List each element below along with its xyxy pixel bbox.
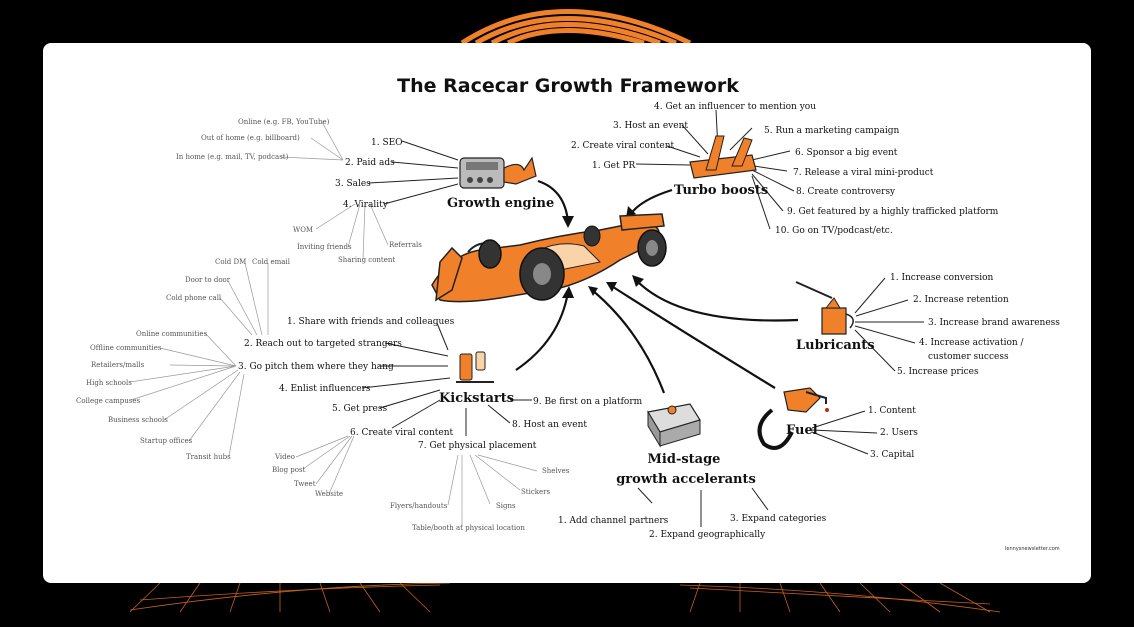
diagram-card: The Racecar Growth Framework [43, 43, 1091, 583]
virality-sub-item: WOM [293, 226, 313, 234]
growth-engine-item: 2. Paid ads [345, 158, 395, 168]
fuel-item: 1. Content [868, 406, 916, 416]
viral-sub-item: Video [274, 453, 295, 461]
kickstart-item: 3. Go pitch them where they hang [238, 362, 394, 372]
pedals-icon [456, 351, 494, 383]
lubricant-item: 4. Increase activation / [919, 338, 1025, 348]
placement-sub-item: Stickers [521, 488, 550, 496]
lubricant-item: 5. Increase prices [897, 367, 979, 377]
flow-arrows [515, 179, 799, 394]
growth-engine-item: 3. Sales [335, 179, 371, 189]
fuel-nozzle-icon [757, 387, 829, 450]
pitch-sub-item: Retailers/malls [91, 361, 145, 369]
main-connectors [361, 109, 924, 527]
mid-stage-heading-line2: growth accelerants [616, 472, 756, 487]
turbo-boost-item: 6. Sponsor a big event [795, 148, 898, 158]
pitch-sub-item: Transit hubs [186, 453, 231, 461]
reach-sub-item: Cold DM [215, 258, 246, 266]
turbo-boost-item: 3. Host an event [613, 121, 688, 131]
turbo-boost-item: 1. Get PR [592, 161, 635, 171]
lubricant-item: 3. Increase brand awareness [928, 318, 1060, 328]
turbo-boost-item: 7. Release a viral mini-product [793, 168, 934, 178]
turbo-boost-item: 10. Go on TV/podcast/etc. [775, 226, 893, 236]
sub-connectors [129, 121, 538, 526]
lubricant-item: 2. Increase retention [913, 295, 1009, 305]
kickstarts-heading: Kickstarts [439, 391, 514, 406]
pitch-sub-item: High schools [86, 379, 132, 387]
mid-stage-item: 3. Expand categories [730, 514, 827, 524]
kickstart-item: 8. Host an event [512, 420, 587, 430]
credit-text: lennysnewsletter.com [1005, 546, 1060, 552]
spoiler-icon [689, 135, 757, 179]
turbo-boost-item: 8. Create controversy [796, 187, 896, 197]
framework-diagram: The Racecar Growth Framework [76, 75, 1060, 552]
turbo-boosts-heading: Turbo boosts [674, 183, 768, 198]
reach-sub-item: Door to door [185, 276, 231, 284]
engine-icon [459, 156, 537, 189]
placement-sub-item: Flyers/handouts [390, 502, 448, 510]
fuel-item: 2. Users [880, 428, 918, 438]
orange-arc-decoration [460, 9, 692, 46]
turbo-boost-item: 9. Get featured by a highly trafficked p… [787, 207, 999, 217]
viral-sub-item: Website [315, 490, 343, 498]
paid-ads-sub-item: Online (e.g. FB, YouTube) [238, 118, 330, 126]
racecar-icon [431, 213, 667, 303]
placement-sub-item: Signs [496, 502, 516, 510]
mid-stage-item: 1. Add channel partners [558, 516, 669, 526]
grid-floor-decoration [129, 582, 1001, 613]
placement-sub-item: Shelves [542, 467, 570, 475]
paid-ads-sub-item: Out of home (e.g. billboard) [201, 134, 300, 142]
viral-sub-item: Blog post [272, 466, 306, 474]
placement-sub-item: Table/booth at physical location [412, 524, 525, 532]
turbo-boost-item: 4. Get an influencer to mention you [654, 102, 816, 112]
kickstart-item: 6. Create viral content [350, 428, 453, 438]
growth-engine-heading: Growth engine [447, 196, 554, 211]
pitch-sub-item: Business schools [108, 416, 168, 424]
virality-sub-item: Sharing content [338, 256, 395, 264]
paid-ads-sub-item: In home (e.g. mail, TV, podcast) [176, 153, 289, 161]
lubricant-item: customer success [928, 352, 1009, 362]
lubricant-item: 1. Increase conversion [890, 273, 994, 283]
fuel-item: 3. Capital [870, 450, 914, 460]
lubricants-heading: Lubricants [796, 338, 875, 353]
kickstart-item: 5. Get press [332, 404, 387, 414]
kickstart-item: 4. Enlist influencers [279, 384, 371, 394]
mid-stage-heading-line1: Mid-stage [648, 452, 721, 467]
pitch-sub-item: Online communities [136, 330, 207, 338]
kickstart-item: 9. Be first on a platform [533, 397, 643, 407]
gearbox-icon [647, 403, 701, 448]
growth-engine-item: 1. SEO [371, 138, 403, 148]
viral-sub-item: Tweet [294, 480, 316, 488]
kickstart-item: 2. Reach out to targeted strangers [244, 339, 402, 349]
reach-sub-item: Cold email [252, 258, 291, 266]
pitch-sub-item: College campuses [76, 397, 140, 405]
growth-engine-item: 4. Virality [343, 200, 389, 210]
virality-sub-item: Inviting friends [297, 243, 352, 251]
turbo-boost-item: 2. Create viral content [571, 141, 674, 151]
fuel-heading: Fuel [786, 423, 818, 438]
reach-sub-item: Cold phone call [166, 294, 222, 302]
pitch-sub-item: Offline communities [90, 344, 162, 352]
diagram-title: The Racecar Growth Framework [397, 75, 739, 97]
turbo-boost-item: 5. Run a marketing campaign [764, 126, 900, 136]
pitch-sub-item: Startup offices [140, 437, 193, 445]
kickstart-item: 1. Share with friends and colleagues [287, 317, 455, 327]
oil-can-icon [795, 281, 854, 335]
kickstart-item: 7. Get physical placement [418, 441, 537, 451]
mid-stage-item: 2. Expand geographically [649, 530, 766, 540]
virality-sub-item: Referrals [389, 241, 422, 249]
